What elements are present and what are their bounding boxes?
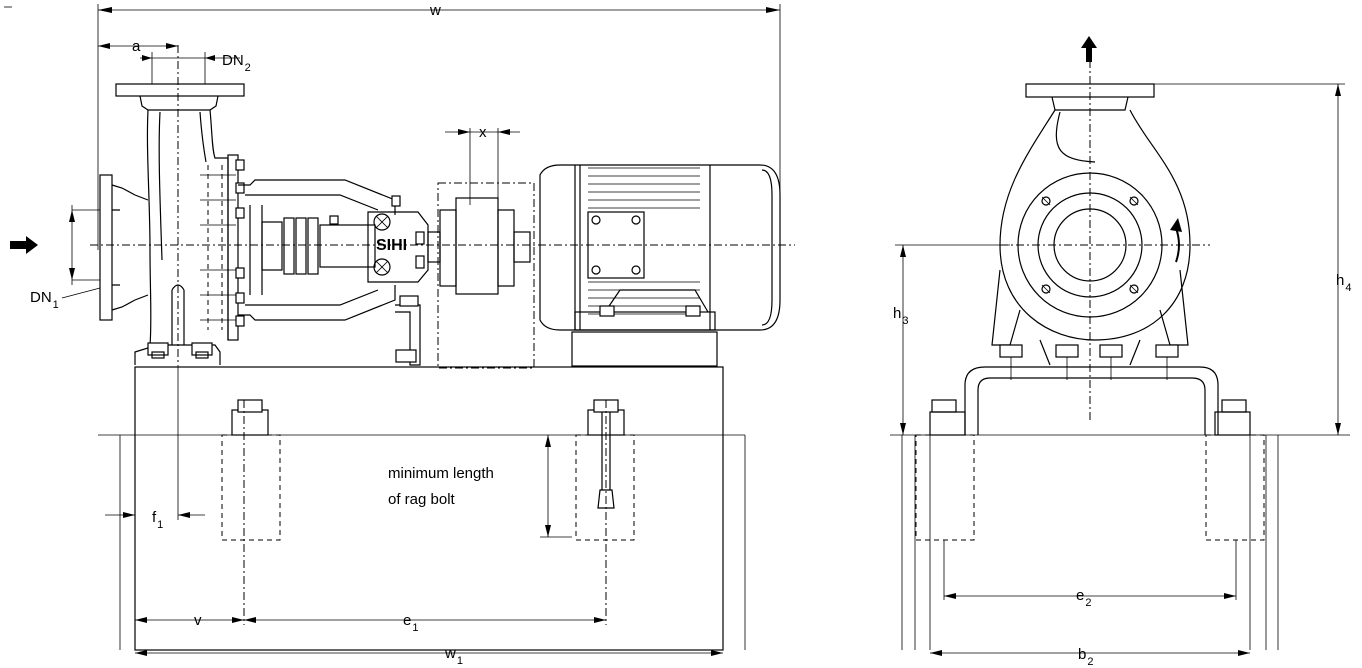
label-w: w bbox=[429, 2, 441, 19]
dimension-dn2: DN2 bbox=[140, 52, 251, 84]
label-x: x bbox=[479, 124, 487, 141]
label-a: a bbox=[132, 38, 141, 55]
pump-casing bbox=[99, 83, 245, 365]
coupling bbox=[427, 182, 535, 369]
dimension-h3: h3 bbox=[893, 244, 1010, 435]
dimension-dn1: DN1 bbox=[30, 205, 101, 311]
dimension-w1: w1 bbox=[135, 645, 723, 667]
label-e1: e1 bbox=[403, 612, 418, 634]
dimension-v: v bbox=[135, 612, 244, 629]
label-v: v bbox=[194, 612, 202, 629]
dimension-e2: e2 bbox=[944, 587, 1236, 609]
label-f1: f1 bbox=[152, 509, 163, 531]
label-dn2: DN2 bbox=[222, 52, 251, 74]
label-b2: b2 bbox=[1078, 646, 1093, 668]
dimension-f1: f1 bbox=[105, 509, 205, 531]
rag-bolt-note-line1: minimum length bbox=[388, 465, 494, 482]
brand-logo-text: SIHI bbox=[376, 237, 407, 254]
dimension-w: w bbox=[4, 2, 781, 250]
dimension-a: a bbox=[98, 38, 178, 55]
foundation-front bbox=[890, 434, 1350, 650]
motor bbox=[539, 164, 781, 367]
centerlines-front bbox=[1000, 60, 1210, 420]
bearing-bracket: SIHI bbox=[238, 179, 429, 366]
label-e2: e2 bbox=[1076, 587, 1091, 609]
centerlines-side bbox=[90, 45, 795, 625]
dimension-x: x bbox=[445, 124, 520, 205]
label-h4: h4 bbox=[1336, 272, 1351, 294]
label-dn1: DN1 bbox=[30, 289, 59, 311]
rag-bolt-note-line2: of rag bolt bbox=[388, 491, 456, 508]
dimension-b2: b2 bbox=[930, 646, 1250, 668]
label-w1: w1 bbox=[444, 645, 463, 667]
label-h3: h3 bbox=[893, 305, 908, 327]
inlet-flow-arrow bbox=[10, 236, 38, 254]
dimension-e1: e1 bbox=[244, 612, 606, 634]
foundation-side: minimum length of rag bolt bbox=[98, 366, 746, 651]
dimension-h4: h4 bbox=[1154, 83, 1351, 435]
